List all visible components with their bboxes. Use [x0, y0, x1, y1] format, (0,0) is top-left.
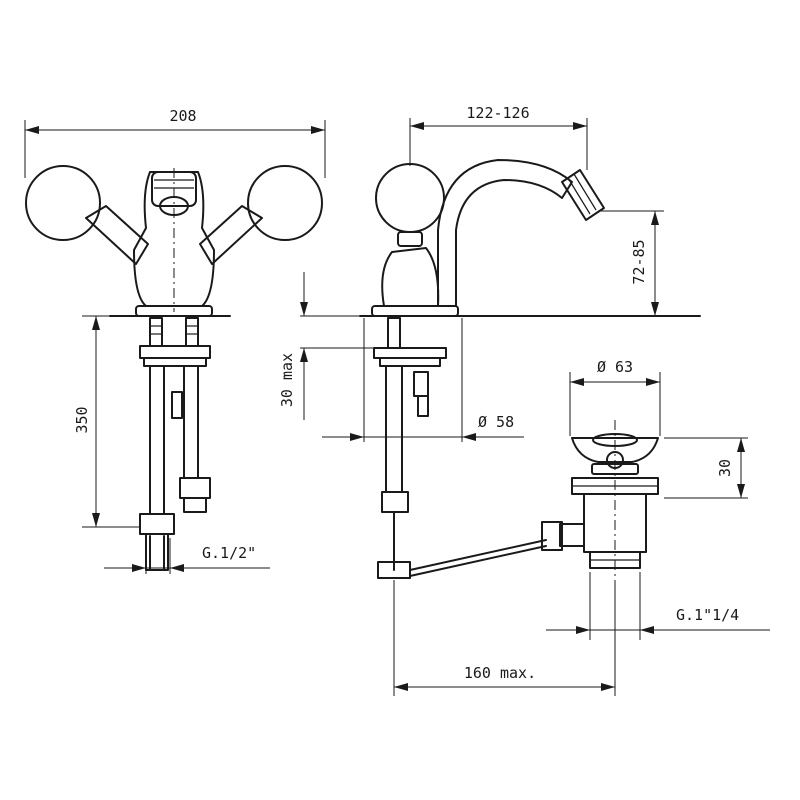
side-spout — [437, 159, 573, 307]
depth-label: 122-126 — [466, 104, 529, 122]
side-stem — [381, 247, 440, 307]
dimension-depth: 122-126 — [409, 104, 588, 170]
right-arm — [199, 205, 263, 265]
hose-length-label: 350 — [73, 406, 91, 433]
pop-up-waste-icon: Ø 63 30 G.1"1/4 — [541, 358, 770, 640]
spout-head — [151, 171, 197, 216]
side-fixing — [373, 317, 547, 579]
dimension-spout-height: 72-85 — [598, 210, 664, 317]
side-diamond-handle-icon — [375, 163, 445, 247]
side-view: 122-126 72-85 30 max Ø — [278, 104, 701, 579]
dimension-rod-length: 160 max. — [393, 580, 616, 696]
left-diamond-handle-icon — [25, 165, 101, 241]
dimension-waste-thread: G.1"1/4 — [546, 572, 770, 640]
width-label: 208 — [169, 107, 196, 125]
spout-height-label: 72-85 — [630, 239, 648, 284]
dimension-waste-diameter: Ø 63 — [569, 358, 661, 436]
waste-height-label: 30 — [716, 459, 734, 477]
spout-aerator — [561, 169, 605, 221]
waste-diameter-label: Ø 63 — [597, 358, 633, 376]
hose-assembly — [139, 317, 211, 571]
dimension-deck-thickness: 30 max — [278, 272, 374, 420]
dimension-waste-height: 30 — [664, 437, 748, 499]
waste-side-connector — [541, 521, 585, 551]
waste-thread-label: G.1"1/4 — [676, 606, 739, 624]
front-view: 208 350 G.1/2" — [24, 107, 326, 574]
left-arm — [85, 205, 149, 265]
dimension-hose-length: 350 — [73, 315, 140, 528]
inlet-thread-label: G.1/2" — [202, 544, 256, 562]
rod-length-label: 160 max. — [464, 664, 536, 682]
mixer-body — [133, 171, 215, 307]
dimension-inlet-thread: G.1/2" — [104, 538, 270, 574]
hole-diameter-label: Ø 58 — [478, 413, 514, 431]
dimension-hole-diameter: Ø 58 — [322, 318, 524, 442]
dimension-width: 208 — [24, 107, 326, 178]
right-diamond-handle-icon — [247, 165, 323, 241]
base-plate — [135, 305, 213, 317]
side-base — [371, 305, 459, 317]
deck-thickness-label: 30 max — [278, 353, 296, 407]
